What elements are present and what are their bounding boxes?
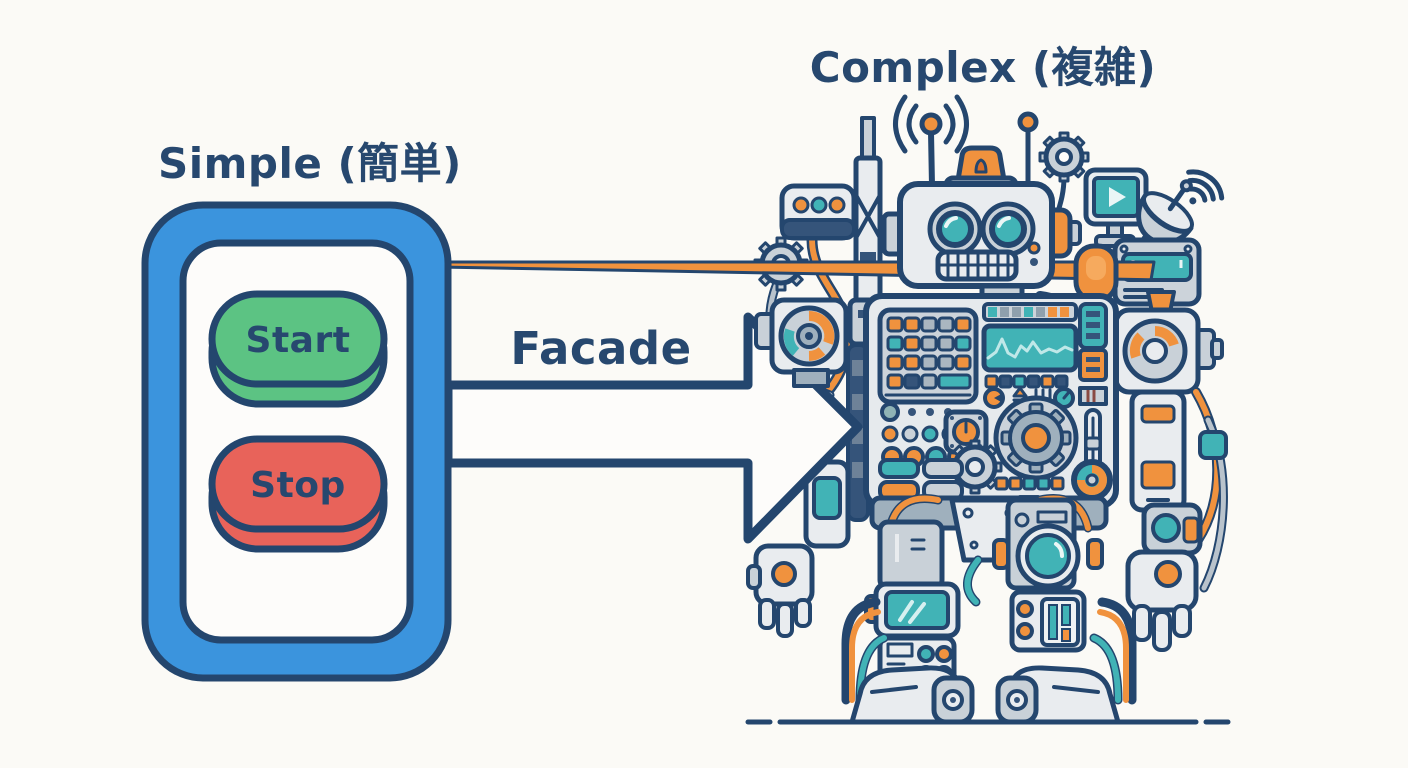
simple-label: Simple (簡単): [158, 139, 462, 188]
robot-mouth-grill: [935, 249, 1019, 282]
robot-head: [897, 181, 1055, 289]
button-row: [984, 374, 1069, 389]
complex-label: Complex (複雑): [810, 43, 1157, 92]
oscilloscope-screen: [981, 323, 1079, 373]
robot-eye-right: [980, 201, 1036, 257]
leg-side-frames: [841, 597, 1137, 705]
robot-left-foot: [852, 668, 972, 722]
side-strip: [1078, 302, 1108, 490]
facade-arrow: [443, 312, 863, 544]
stop-button-label: Stop: [250, 465, 346, 506]
robot-eye-left: [927, 201, 983, 257]
wifi-waves-icon: [1186, 169, 1225, 205]
radio-waves-icon: [893, 94, 969, 154]
status-strip: [982, 302, 1078, 322]
small-teal-module: [1198, 430, 1228, 460]
stop-button: Stop: [208, 435, 388, 553]
left-claw-hand: [746, 543, 815, 638]
right-arm-dial: [1113, 290, 1224, 395]
complex-robot: [754, 94, 1137, 722]
robot-right-leg: [992, 497, 1104, 653]
robot-control-panel: [863, 293, 1119, 509]
pager-icon: [779, 183, 857, 241]
robot-left-leg: [864, 519, 961, 691]
keypad: [877, 307, 979, 405]
right-hand: [1125, 502, 1203, 652]
facade-label: Facade: [510, 322, 691, 375]
start-button: Start: [208, 290, 388, 408]
left-shoulder-dial: [754, 297, 849, 388]
gear-icon-torso-large: [993, 395, 1079, 481]
antenna-icon: [919, 111, 1039, 189]
bottom-right-dial: [1071, 459, 1113, 501]
simple-remote-control: Start Stop: [141, 201, 452, 682]
robot-right-foot: [998, 668, 1118, 722]
start-button-label: Start: [246, 320, 351, 361]
